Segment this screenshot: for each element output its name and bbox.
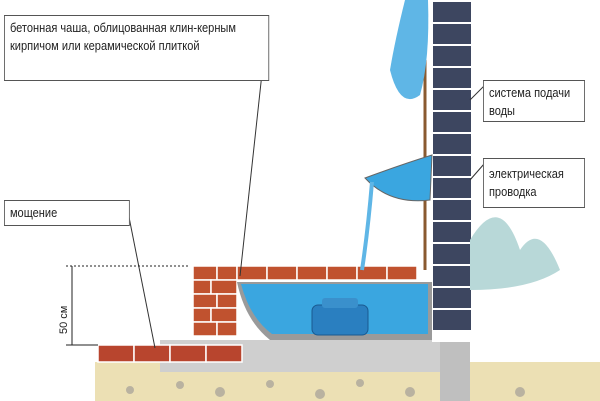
- upper-bowl: [364, 154, 433, 202]
- paving-bricks: [97, 344, 243, 363]
- height-dimension: [66, 265, 190, 346]
- label-water-supply: система подачи воды: [483, 80, 585, 122]
- brick-wall: [432, 0, 472, 342]
- water-stream: [360, 181, 374, 271]
- label-wiring: электрическая проводка: [483, 158, 585, 208]
- pump: [311, 304, 369, 336]
- dimension-label: 50 см: [58, 305, 70, 334]
- label-concrete-bowl: бетонная чаша, облицованная клин-керным …: [4, 15, 270, 81]
- gravel-stones: [126, 379, 525, 399]
- upper-water: [390, 0, 429, 100]
- plant: [470, 217, 560, 290]
- label-paving: мощение: [4, 200, 130, 226]
- wall-foundation: [440, 340, 470, 401]
- pump-top: [322, 298, 358, 308]
- bowl-brick-rim: [192, 265, 418, 337]
